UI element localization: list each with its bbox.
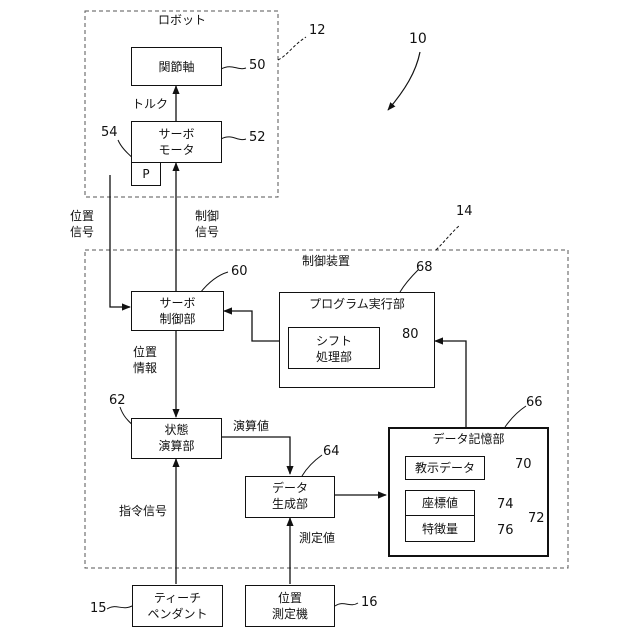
joint-axis-ref: 50 xyxy=(249,59,266,73)
coord-feature-group-ref: 72 xyxy=(528,512,545,526)
data-gen-ref: 64 xyxy=(323,445,340,459)
position-meter-line2: 測定機 xyxy=(246,607,334,621)
feature-quantity-ref: 76 xyxy=(497,524,514,538)
servo-control-ref: 60 xyxy=(231,265,248,279)
teach-pendant-block: ティーチ ペンダント xyxy=(132,585,223,627)
shift-processing-block: シフト 処理部 xyxy=(288,327,380,369)
control-signal-label-2: 信号 xyxy=(195,225,219,239)
data-gen-block: データ 生成部 xyxy=(245,476,335,518)
teach-pendant-line1: ティーチ xyxy=(133,591,222,605)
leader-15 xyxy=(107,606,132,609)
coordinate-value-ref: 74 xyxy=(497,498,514,512)
leader-14 xyxy=(436,225,460,250)
shift-processing-ref: 80 xyxy=(402,328,419,342)
position-signal-label-2: 信号 xyxy=(70,225,94,239)
position-meter-block: 位置 測定機 xyxy=(245,585,335,627)
control-device-title: 制御装置 xyxy=(302,254,350,268)
measured-value-label: 測定値 xyxy=(299,531,335,545)
control-signal-label-1: 制御 xyxy=(195,209,219,223)
position-detector-ref: 54 xyxy=(101,126,118,140)
teach-pendant-line2: ペンダント xyxy=(133,607,222,621)
state-calc-line2: 演算部 xyxy=(132,439,221,453)
shift-processing-line1: シフト xyxy=(289,334,379,348)
position-detector-label: P xyxy=(132,167,160,181)
calc-value-arrow xyxy=(222,437,290,474)
servo-motor-ref: 52 xyxy=(249,131,266,145)
control-device-ref: 14 xyxy=(456,205,473,219)
servo-motor-line1: サーボ xyxy=(132,127,221,141)
state-calc-block: 状態 演算部 xyxy=(131,418,222,459)
leader-16 xyxy=(335,603,358,606)
torque-label: トルク xyxy=(132,97,168,111)
leader-52 xyxy=(221,137,246,140)
servo-motor-line2: モータ xyxy=(132,143,221,157)
position-info-label-2: 情報 xyxy=(133,361,157,375)
position-signal-arrow xyxy=(110,175,130,307)
leader-66 xyxy=(505,406,526,427)
leader-64 xyxy=(302,455,322,476)
data-gen-line1: データ xyxy=(246,481,334,495)
coordinate-value-block: 座標値 xyxy=(405,490,475,516)
servo-motor-block: サーボ モータ xyxy=(131,121,222,163)
feature-quantity-label: 特徴量 xyxy=(406,522,474,536)
position-signal-label-1: 位置 xyxy=(70,209,94,223)
position-meter-ref: 16 xyxy=(361,596,378,610)
servo-control-block: サーボ 制御部 xyxy=(131,291,224,331)
teaching-data-block: 教示データ xyxy=(405,456,485,480)
coordinate-value-label: 座標値 xyxy=(406,496,474,510)
joint-axis-block: 関節軸 xyxy=(131,47,222,86)
state-calc-line1: 状態 xyxy=(132,423,221,437)
teaching-data-ref: 70 xyxy=(515,458,532,472)
data-storage-ref: 66 xyxy=(526,396,543,410)
figure-number-arrow xyxy=(388,52,420,110)
leader-60 xyxy=(200,272,228,293)
robot-dashed-boundary xyxy=(85,11,278,197)
robot-title: ロボット xyxy=(158,13,206,27)
teach-pendant-ref: 15 xyxy=(90,602,107,616)
shift-processing-line2: 処理部 xyxy=(289,350,379,364)
figure-number: 10 xyxy=(409,32,427,46)
servo-control-line2: 制御部 xyxy=(132,312,223,326)
program-exec-ref: 68 xyxy=(416,261,433,275)
position-info-label-1: 位置 xyxy=(133,345,157,359)
program-exec-label: プログラム実行部 xyxy=(280,297,434,311)
leader-12 xyxy=(278,37,306,60)
storage-to-program-arrow xyxy=(435,341,466,427)
robot-ref: 12 xyxy=(309,24,326,38)
feature-quantity-block: 特徴量 xyxy=(405,515,475,542)
state-calc-ref: 62 xyxy=(109,394,126,408)
position-meter-line1: 位置 xyxy=(246,591,334,605)
teaching-data-label: 教示データ xyxy=(406,461,484,475)
command-signal-label: 指令信号 xyxy=(119,504,167,518)
calc-value-label: 演算値 xyxy=(233,419,269,433)
servo-control-line1: サーボ xyxy=(132,296,223,310)
leader-50 xyxy=(221,67,246,69)
position-detector-block: P xyxy=(131,162,161,186)
data-storage-label: データ記憶部 xyxy=(390,432,547,446)
data-gen-line2: 生成部 xyxy=(246,497,334,511)
joint-axis-label: 関節軸 xyxy=(132,60,221,74)
program-to-servo-arrow xyxy=(224,311,279,341)
